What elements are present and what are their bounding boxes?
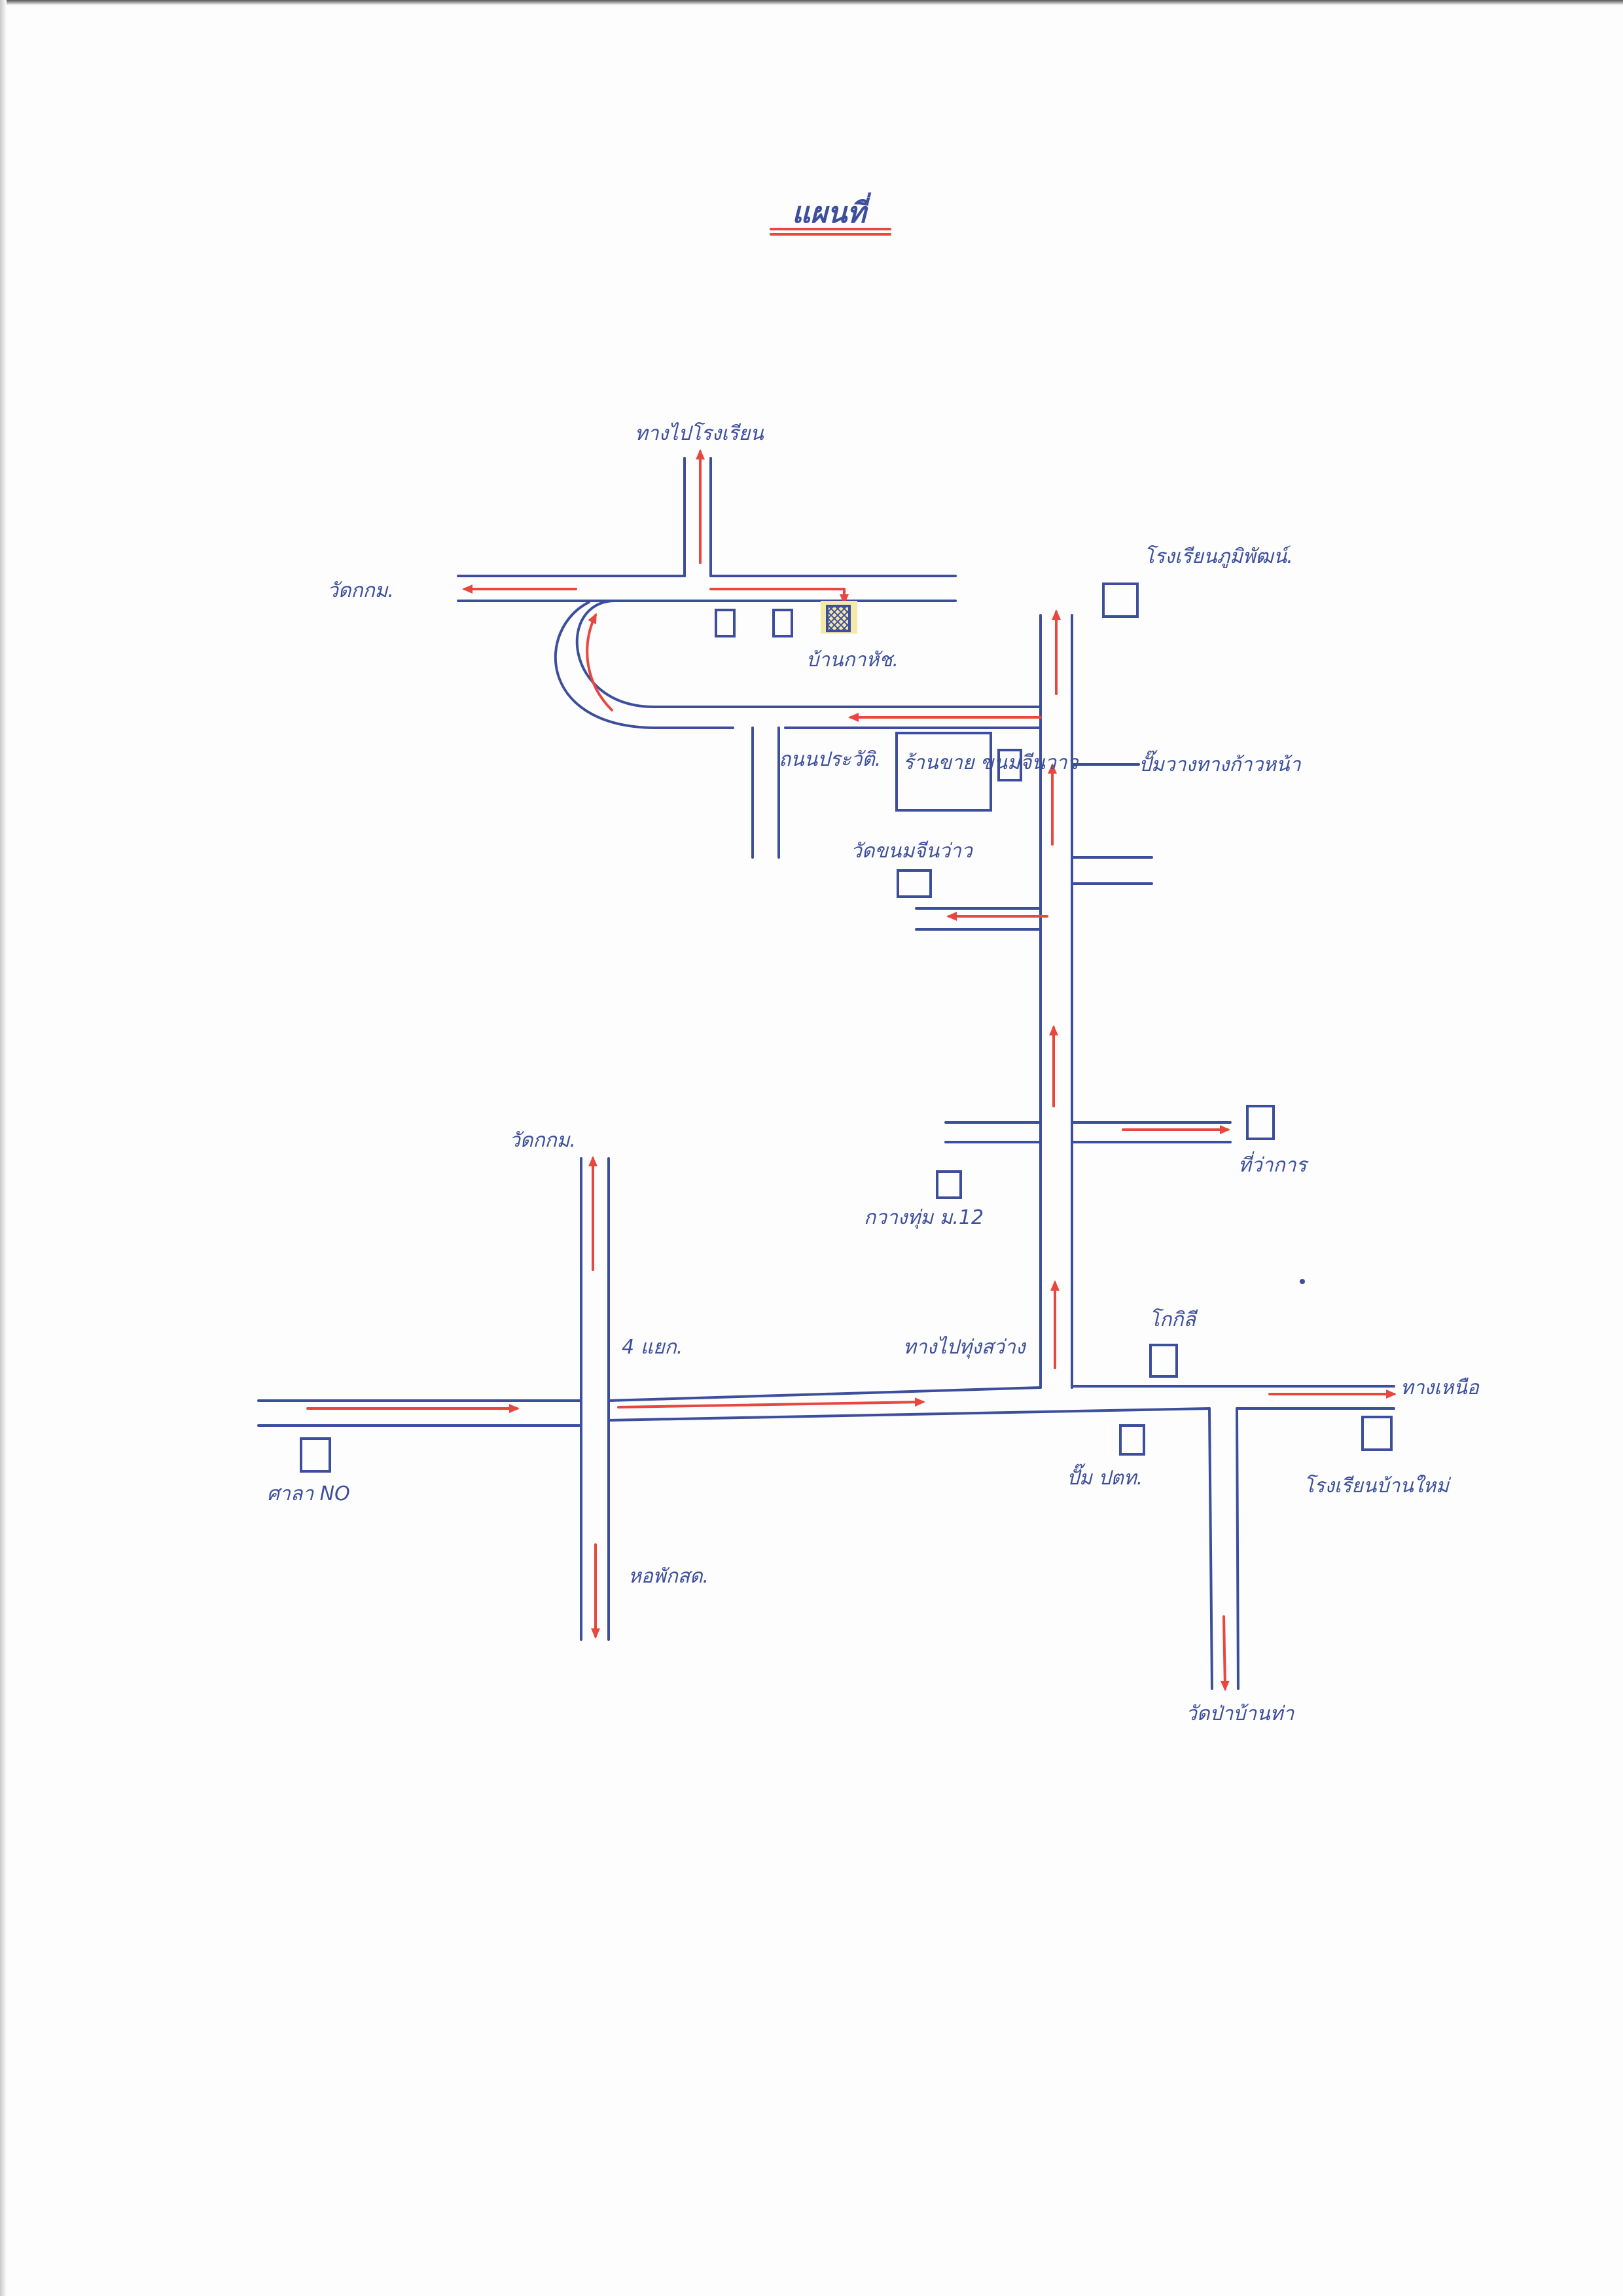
- building-shop: [895, 732, 992, 812]
- building-pumping: [1119, 1424, 1145, 1456]
- lower-road-top-mid: [607, 1386, 1042, 1402]
- label-village: กวางทุ่ม ม.12: [864, 1206, 984, 1229]
- building-office: [1246, 1105, 1275, 1140]
- label-pumping: ปั๊ม ปตท.: [1067, 1463, 1143, 1490]
- arrow-south-road: [1220, 1615, 1230, 1691]
- south-road-right: [1236, 1407, 1240, 1690]
- label-east-road: ทางเหนือ: [1400, 1376, 1480, 1399]
- map-title: แผนที่: [792, 192, 872, 230]
- destination-building: [826, 605, 851, 632]
- u-turn-outer: [554, 601, 734, 729]
- scan-edge-top: [0, 0, 1623, 5]
- building-1: [715, 609, 736, 637]
- label-shop-no: ศาลา NO: [267, 1482, 350, 1505]
- route-arrows: [306, 449, 1397, 1691]
- building-rokhi: [1149, 1344, 1178, 1378]
- label-wat-left-top: วัดกกม.: [327, 579, 394, 602]
- scan-edge-left: [0, 0, 7, 2296]
- building-wat-mid: [897, 869, 932, 898]
- buildings: [300, 583, 1393, 1473]
- lower-roads: [257, 1157, 1395, 1690]
- label-school-top-right: โรงเรียนภูมิพัฒน์.: [1144, 545, 1293, 568]
- label-gas: ปั๊มวางทางก้าวหน้า: [1139, 750, 1302, 776]
- label-rokhi: โกกิลี: [1149, 1308, 1198, 1331]
- labels: ทางไปโรงเรียน วัดกกม. โรงเรียนภูมิพัฒน์.…: [267, 422, 1480, 1725]
- u-turn-inner: [575, 600, 1042, 708]
- label-market: หอพักสด.: [628, 1565, 709, 1588]
- label-shop: ร้านขาย ขนมจีนวาว: [903, 751, 1080, 774]
- arrow-east-lower-2: [617, 1397, 925, 1408]
- lower-road-bottom-mid: [607, 1407, 1211, 1422]
- label-destination: บ้านกาหัช.: [806, 649, 899, 672]
- label-parking: ถนนประวัติ.: [779, 748, 881, 771]
- building-shop-no: [300, 1437, 331, 1473]
- label-north-road: ทางไปโรงเรียน: [635, 422, 764, 445]
- arrow-u-turn: [586, 613, 613, 711]
- label-hospital-road: ทางไปทุ่งสว่าง: [903, 1336, 1027, 1359]
- top-roads: [457, 457, 1042, 859]
- label-junction-4: 4 แยก.: [622, 1336, 683, 1359]
- label-wat-mid: วัดขนมจีนว่าว: [851, 840, 974, 863]
- south-road-left: [1208, 1407, 1213, 1690]
- building-gas: [997, 749, 1022, 781]
- building-school-top: [1102, 583, 1139, 618]
- main-vertical-road: [915, 614, 1232, 1389]
- label-wat-left-mid: วัดกกม.: [509, 1129, 576, 1152]
- label-wat-bottom: วัดป่าบ้านท่า: [1186, 1702, 1294, 1725]
- stray-dot: [1300, 1279, 1305, 1284]
- building-village: [936, 1170, 962, 1199]
- building-2: [772, 609, 793, 637]
- label-school-bottom-right: โรงเรียนบ้านใหม่: [1304, 1474, 1452, 1498]
- building-school-bottom: [1361, 1416, 1393, 1451]
- label-office: ที่ว่าการ: [1238, 1151, 1309, 1177]
